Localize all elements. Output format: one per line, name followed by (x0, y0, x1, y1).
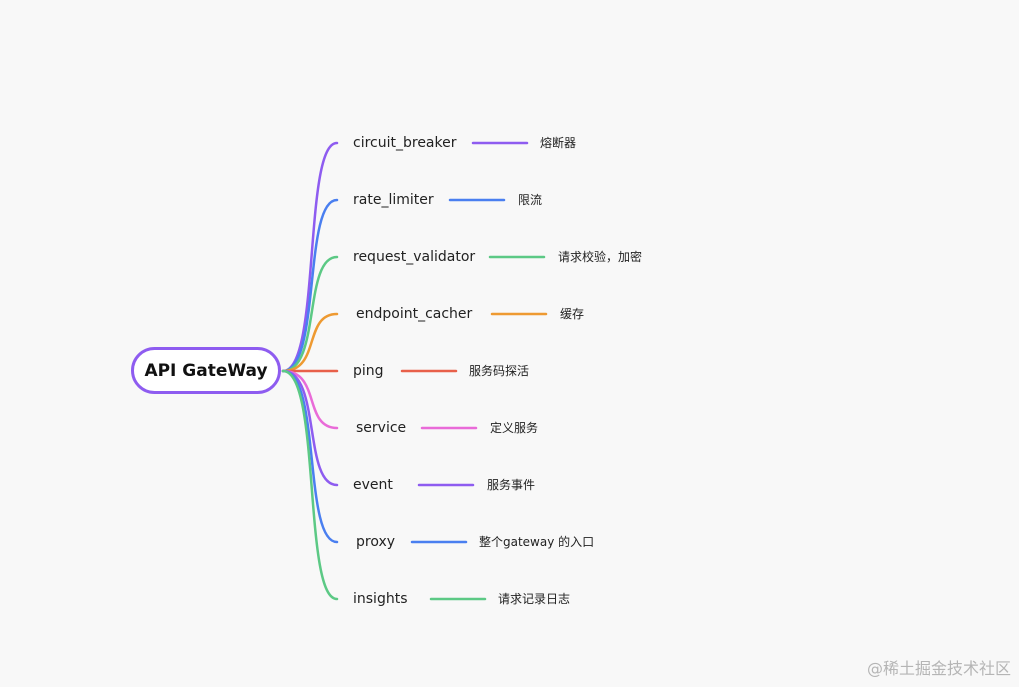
leaf-node-6[interactable]: 服务事件 (487, 478, 536, 492)
branch-curve-3 (281, 312, 339, 373)
root-node-label: API GateWay (144, 360, 268, 381)
branch-curve-8 (281, 369, 339, 601)
branch-curve-5 (281, 369, 339, 430)
branch-node-1[interactable]: rate_limiter (353, 192, 434, 208)
root-node-api-gateway[interactable]: API GateWay (131, 347, 281, 394)
leaf-node-2[interactable]: 请求校验，加密 (558, 250, 643, 264)
branch-node-0[interactable]: circuit_breaker (353, 135, 457, 151)
branch-node-2[interactable]: request_validator (353, 249, 476, 265)
branch-curve-7 (281, 369, 339, 544)
leaf-node-5[interactable]: 定义服务 (490, 421, 539, 435)
leaf-node-3[interactable]: 缓存 (560, 307, 585, 321)
branch-curve-2 (281, 255, 339, 373)
branch-node-7[interactable]: proxy (356, 534, 396, 550)
leaf-node-7[interactable]: 整个gateway 的入口 (479, 535, 595, 549)
branch-curve-1 (281, 198, 339, 373)
branch-node-5[interactable]: service (356, 420, 407, 436)
leaf-node-1[interactable]: 限流 (518, 193, 543, 207)
branch-node-8[interactable]: insights (353, 591, 408, 607)
leaf-node-4[interactable]: 服务码探活 (469, 364, 530, 378)
branch-node-4[interactable]: ping (353, 363, 384, 379)
branch-node-6[interactable]: event (353, 477, 393, 493)
leaf-node-0[interactable]: 熔断器 (540, 136, 577, 150)
branch-node-3[interactable]: endpoint_cacher (356, 306, 473, 322)
branch-curve-0 (281, 141, 339, 373)
leaf-node-8[interactable]: 请求记录日志 (498, 592, 571, 606)
watermark: @稀土掘金技术社区 (866, 659, 1011, 678)
